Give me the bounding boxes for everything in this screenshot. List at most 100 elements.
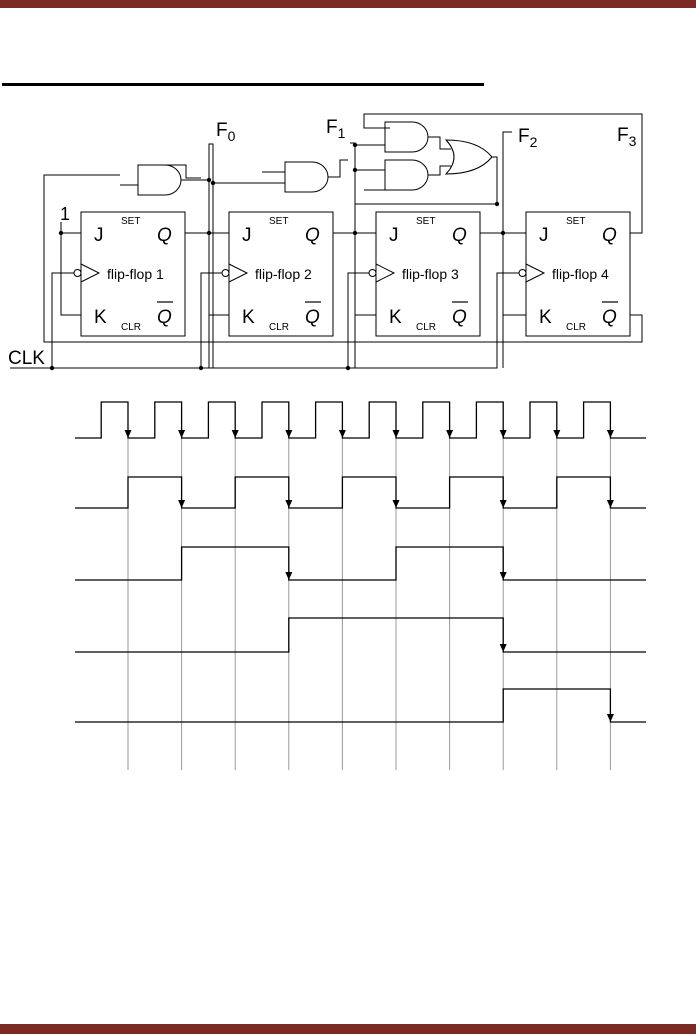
- junction-dot: [494, 201, 500, 207]
- waveform-clk: [75, 401, 646, 439]
- bottom-banner: [0, 1024, 696, 1034]
- q-label: Q: [452, 225, 467, 246]
- input-one-label: 1: [60, 204, 70, 224]
- flip-flop-name: flip-flop 1: [107, 266, 164, 282]
- junction-dot: [198, 365, 204, 371]
- waveform-f1: [75, 546, 646, 581]
- clock-label: CLK: [8, 348, 45, 369]
- set-label: SET: [269, 216, 288, 227]
- k-tie-ff2: [208, 233, 229, 316]
- junction-dot: [206, 177, 212, 183]
- clock-line-ff2: [200, 272, 222, 368]
- k-tie-ff3: [354, 233, 376, 316]
- output-subscript: 2: [530, 134, 538, 150]
- output-subscript: 3: [629, 133, 637, 149]
- set-label: SET: [416, 216, 435, 227]
- q-wire-ff3: [480, 131, 512, 234]
- k-label: K: [389, 307, 402, 328]
- q-bar-label: Q: [305, 307, 320, 328]
- k-label: K: [539, 307, 552, 328]
- k-label: K: [242, 307, 255, 328]
- clr-label: CLR: [269, 322, 289, 333]
- waveform-f2: [75, 617, 646, 653]
- falling-edge-arrow: [392, 500, 400, 508]
- flip-flop-name: flip-flop 4: [552, 266, 609, 282]
- clock-triangle-4: [525, 263, 546, 283]
- and2-out: [328, 159, 348, 178]
- set-label: SET: [566, 216, 585, 227]
- flip-flop-name: flip-flop 2: [255, 266, 312, 282]
- k-tie-ff4: [502, 233, 526, 316]
- and-gate-4: [384, 121, 429, 153]
- timing-diagram: [75, 401, 646, 770]
- clr-label: CLR: [566, 322, 586, 333]
- output-label-f3: F3: [617, 125, 637, 149]
- and-gate-2: [284, 161, 329, 193]
- k-wire-ff1: [60, 233, 81, 316]
- falling-edge-arrow: [499, 572, 507, 580]
- or-gate: [444, 139, 493, 175]
- waveform-f3: [75, 688, 646, 723]
- clock-triangle-3: [375, 263, 396, 283]
- junction-dot: [352, 142, 358, 148]
- waveform-f0: [75, 476, 646, 509]
- junction-dot: [206, 230, 212, 236]
- q-wire-ff2: [333, 142, 356, 234]
- clock-bubble-4: [518, 269, 527, 277]
- q-bar-label: Q: [157, 307, 172, 328]
- j-label: J: [389, 225, 399, 246]
- clock-bubble-3: [368, 269, 377, 277]
- falling-edge-arrow: [606, 714, 614, 722]
- clock-bus: [10, 272, 519, 369]
- clock-line-ff3: [347, 272, 369, 368]
- clock-line-ff1: [51, 272, 74, 368]
- or-in-a: [428, 136, 451, 150]
- output-label-f1: F1: [326, 117, 346, 141]
- falling-edge-arrow: [499, 430, 507, 438]
- k-label: K: [94, 307, 107, 328]
- junction-dot: [500, 230, 506, 236]
- clock-triangle-2: [228, 263, 249, 283]
- output-letter: F: [518, 126, 530, 147]
- clock-triangle-1: [80, 263, 101, 283]
- junction-dot: [210, 180, 216, 186]
- clock-bubble-2: [221, 269, 230, 277]
- falling-edge-arrow: [606, 500, 614, 508]
- falling-edge-arrow: [338, 430, 346, 438]
- output-label-f0: F0: [216, 120, 236, 144]
- and1-in-a: [138, 164, 201, 179]
- and-gate-3: [384, 159, 429, 191]
- falling-edge-arrow: [499, 500, 507, 508]
- j-label: J: [539, 225, 549, 246]
- j-label: J: [242, 225, 252, 246]
- q-label: Q: [305, 225, 320, 246]
- set-label: SET: [121, 216, 140, 227]
- heading-rule: [2, 83, 484, 86]
- and-gate-1: [137, 164, 182, 196]
- clr-label: CLR: [121, 322, 141, 333]
- junction-dot: [345, 365, 351, 371]
- j-label: J: [94, 225, 104, 246]
- qbar-wire-ff4: [43, 174, 643, 343]
- q-wire-ff4: [363, 113, 643, 234]
- falling-edge-arrow: [606, 430, 614, 438]
- output-letter: F: [617, 125, 629, 146]
- output-letter: F: [326, 117, 338, 138]
- or-in-b: [428, 165, 451, 176]
- junction-dot: [352, 230, 358, 236]
- output-subscript: 0: [228, 128, 236, 144]
- junction-dot: [58, 230, 64, 236]
- output-subscript: 1: [338, 125, 346, 141]
- junction-dot: [49, 365, 55, 371]
- falling-edge-arrow: [499, 644, 507, 652]
- falling-edge-arrow: [178, 430, 186, 438]
- junction-dot: [352, 167, 358, 173]
- q-wire-ff1: [185, 143, 214, 368]
- q-label: Q: [157, 225, 172, 246]
- falling-edge-arrow: [446, 430, 454, 438]
- top-banner: [0, 0, 696, 8]
- falling-edge-arrow: [285, 500, 293, 508]
- q-bar-label: Q: [602, 307, 617, 328]
